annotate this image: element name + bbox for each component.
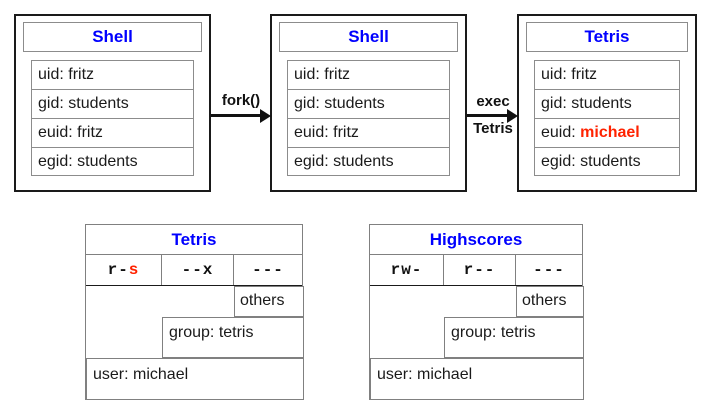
credential-list: uid: fritz gid: students euid: fritz egi… bbox=[287, 60, 450, 176]
scope-group: group: tetris bbox=[444, 317, 584, 358]
credential-egid: egid: students bbox=[287, 147, 450, 176]
process-title: Shell bbox=[279, 22, 458, 52]
credential-uid: uid: fritz bbox=[31, 60, 194, 89]
permission-bits-row: r-s --x --- bbox=[86, 255, 302, 286]
scope-others: others bbox=[234, 286, 304, 317]
scope-group: group: tetris bbox=[162, 317, 304, 358]
credential-uid: uid: fritz bbox=[534, 60, 680, 89]
credential-euid: euid: fritz bbox=[287, 118, 450, 147]
permission-bits-user-prefix: r- bbox=[107, 261, 129, 279]
permission-bits-user: r-s bbox=[86, 255, 162, 285]
credential-egid: egid: students bbox=[534, 147, 680, 176]
permission-bits-user-setuid: s bbox=[128, 261, 140, 279]
permission-bits-others: --- bbox=[533, 261, 565, 279]
credential-gid: gid: students bbox=[534, 89, 680, 118]
permission-scope-body: others group: tetris user: michael bbox=[86, 286, 304, 400]
scope-others: others bbox=[516, 286, 584, 317]
credential-euid-label: euid: bbox=[541, 124, 581, 141]
credential-egid: egid: students bbox=[31, 147, 194, 176]
credential-list: uid: fritz gid: students euid: michael e… bbox=[534, 60, 680, 176]
credential-euid: euid: michael bbox=[534, 118, 680, 147]
credential-uid: uid: fritz bbox=[287, 60, 450, 89]
credential-gid: gid: students bbox=[31, 89, 194, 118]
arrow-line bbox=[211, 114, 260, 117]
credential-gid: gid: students bbox=[287, 89, 450, 118]
arrow-line bbox=[467, 114, 507, 117]
process-box-tetris: Tetris uid: fritz gid: students euid: mi… bbox=[517, 14, 697, 192]
permission-bits-others: --- bbox=[252, 261, 284, 279]
scope-user: user: michael bbox=[86, 358, 304, 400]
process-box-shell-parent: Shell uid: fritz gid: students euid: fri… bbox=[14, 14, 211, 192]
permission-bits-user-prefix: rw- bbox=[390, 261, 423, 279]
arrow-head bbox=[260, 108, 271, 123]
permission-bits-user: rw- bbox=[370, 255, 444, 285]
credential-list: uid: fritz gid: students euid: fritz egi… bbox=[31, 60, 194, 176]
arrow-label-exec: exec bbox=[476, 93, 510, 110]
permission-bits-row: rw- r-- --- bbox=[370, 255, 582, 286]
arrow-label-fork: fork() bbox=[221, 92, 261, 109]
permission-table-title: Tetris bbox=[86, 225, 302, 255]
permission-bits-group: --x bbox=[162, 255, 234, 285]
permission-scope-body: others group: tetris user: michael bbox=[370, 286, 584, 400]
credential-euid-value: michael bbox=[580, 124, 640, 141]
permission-table-highscores: Highscores rw- r-- --- others group: tet… bbox=[369, 224, 584, 400]
scope-user: user: michael bbox=[370, 358, 584, 400]
permission-bits-group: r-- bbox=[444, 255, 516, 285]
process-title: Shell bbox=[23, 22, 202, 52]
process-box-shell-child: Shell uid: fritz gid: students euid: fri… bbox=[270, 14, 467, 192]
arrow-head bbox=[507, 108, 518, 123]
process-title: Tetris bbox=[526, 22, 688, 52]
arrow-label-exec-target: Tetris bbox=[473, 120, 513, 137]
permission-table-tetris: Tetris r-s --x --- others group: tetris … bbox=[85, 224, 304, 400]
credential-euid: euid: fritz bbox=[31, 118, 194, 147]
permission-table-title: Highscores bbox=[370, 225, 582, 255]
